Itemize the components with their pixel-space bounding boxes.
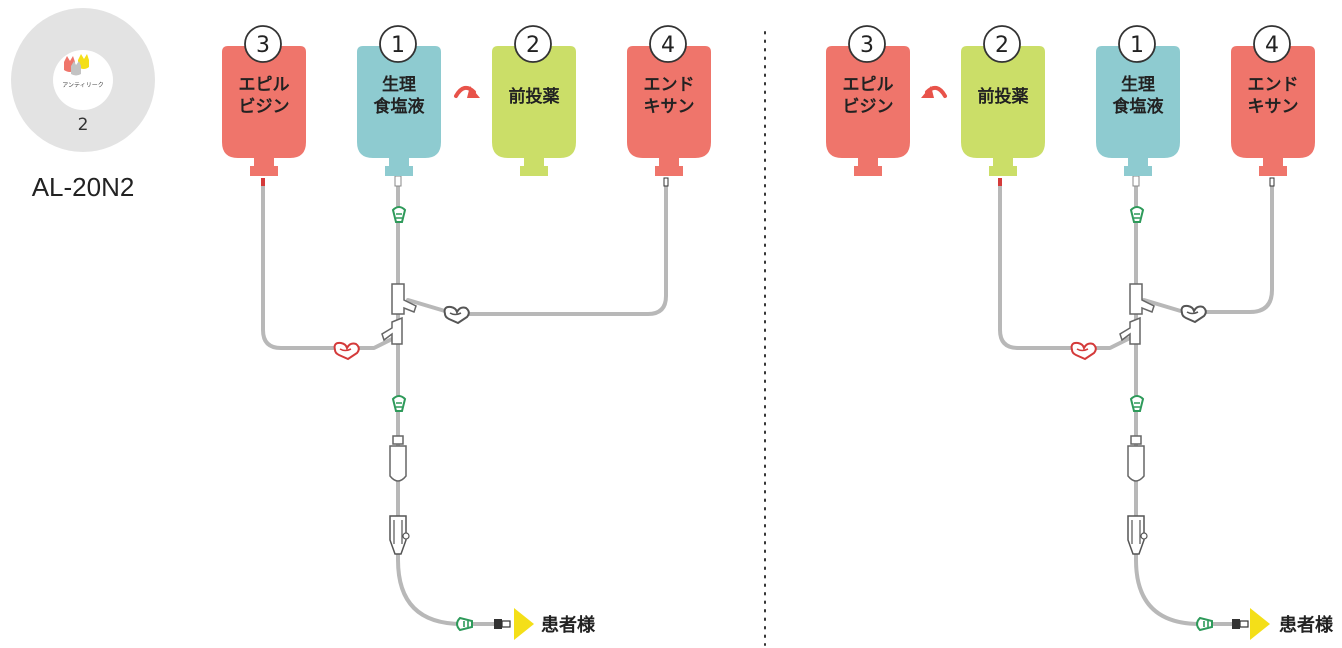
- y-connector-upper: [1129, 283, 1155, 315]
- bag-label-line1: エンド: [1248, 75, 1299, 95]
- tube-left-branch: [998, 178, 1136, 350]
- svg-text:3: 3: [256, 33, 270, 58]
- bag-label-line1: エンド: [644, 75, 695, 95]
- bag-label-line1: エピル: [843, 75, 894, 95]
- roller-clamp-icon: [1130, 206, 1144, 223]
- bag-number-1: 1: [379, 25, 417, 63]
- patient-label: 患者様: [1279, 614, 1334, 636]
- bag-premedication: 前投薬: [492, 46, 576, 176]
- flow-regulator: [389, 515, 410, 555]
- roller-clamp-icon: [1196, 617, 1213, 631]
- roller-clamp-icon: [1130, 395, 1144, 412]
- bag-epirubicin: エピル ビジン: [222, 46, 306, 176]
- heart-clamp-icon: [443, 305, 470, 324]
- svg-text:2: 2: [995, 33, 1009, 58]
- patient-arrow-icon: [1250, 608, 1270, 640]
- bag-label-line1: 前投薬: [978, 86, 1029, 107]
- heart-clamp-icon: [1180, 304, 1207, 323]
- bag-label-line2: キサン: [1248, 97, 1299, 117]
- tube-left-branch: [261, 178, 400, 350]
- connector-red: [998, 178, 1002, 186]
- tube-right-branch: [406, 178, 668, 316]
- bag-epirubicin: エピル ビジン: [826, 46, 910, 176]
- drip-chamber: [1127, 435, 1145, 482]
- bag-label-line1: 生理: [1121, 74, 1155, 95]
- connector-white: [663, 177, 669, 187]
- flow-regulator: [1127, 515, 1148, 555]
- heart-clamp-icon: [333, 341, 360, 360]
- bag-premedication: 前投薬: [961, 46, 1045, 176]
- logo-caption: アンティリーク: [62, 82, 103, 89]
- logo: アンティリーク 2: [11, 8, 155, 152]
- bag-label-line2: 食塩液: [1113, 96, 1164, 117]
- y-connector-upper: [391, 283, 417, 315]
- bag-label-line2: ビジン: [843, 97, 894, 117]
- patient-label: 患者様: [541, 614, 596, 636]
- model-label: AL-20N2: [32, 172, 135, 202]
- bag-number-3: 3: [244, 25, 282, 63]
- tulip-icon: [64, 54, 89, 76]
- y-connector-lower: [1119, 316, 1141, 345]
- svg-text:1: 1: [1130, 33, 1144, 58]
- bag-label-line1: 生理: [382, 74, 416, 95]
- left-panel: エピル ビジン 生理 食塩液 前投薬 エンド キサン 3 1 2: [222, 25, 711, 640]
- svg-text:2: 2: [526, 33, 540, 58]
- heart-clamp-icon: [1070, 341, 1097, 360]
- svg-text:1: 1: [391, 33, 405, 58]
- roller-clamp-icon: [392, 395, 406, 412]
- bag-endoxan: エンド キサン: [1231, 46, 1315, 176]
- bag-label-line2: 食塩液: [374, 96, 425, 117]
- bag-label-line1: 前投薬: [509, 86, 560, 107]
- luer-connector: [494, 619, 511, 629]
- swap-arrow-icon: [921, 85, 947, 98]
- y-connector-lower: [381, 316, 403, 345]
- bag-number-4: 4: [1253, 25, 1291, 63]
- bag-number-2: 2: [983, 25, 1021, 63]
- roller-clamp-icon: [456, 617, 473, 631]
- swap-arrow-icon: [454, 85, 480, 98]
- connector-white: [1269, 177, 1275, 187]
- bag-number-3: 3: [848, 25, 886, 63]
- bag-label-line2: キサン: [644, 97, 695, 117]
- connector-spike: [1132, 175, 1140, 187]
- bag-number-2: 2: [514, 25, 552, 63]
- connector-spike: [394, 175, 402, 187]
- bag-label-line1: エピル: [239, 75, 290, 95]
- bag-number-4: 4: [649, 25, 687, 63]
- bag-label-line2: ビジン: [239, 97, 290, 117]
- svg-text:4: 4: [661, 33, 675, 58]
- luer-connector: [1232, 619, 1249, 629]
- bag-endoxan: エンド キサン: [627, 46, 711, 176]
- drip-chamber: [389, 435, 407, 482]
- tube-right-branch: [1142, 178, 1274, 314]
- right-panel: エピル ビジン 前投薬 生理 食塩液 エンド キサン 3 2 1: [826, 25, 1334, 640]
- logo-count: 2: [78, 115, 89, 135]
- tube-main-line: [1134, 178, 1238, 626]
- bag-saline: 生理 食塩液: [1096, 46, 1180, 176]
- patient-arrow-icon: [514, 608, 534, 640]
- svg-text:4: 4: [1265, 33, 1279, 58]
- bag-number-1: 1: [1118, 25, 1156, 63]
- connector-red: [261, 178, 265, 186]
- svg-text:3: 3: [860, 33, 874, 58]
- tube-main-line: [396, 178, 502, 626]
- roller-clamp-icon: [392, 206, 406, 223]
- bag-saline: 生理 食塩液: [357, 46, 441, 176]
